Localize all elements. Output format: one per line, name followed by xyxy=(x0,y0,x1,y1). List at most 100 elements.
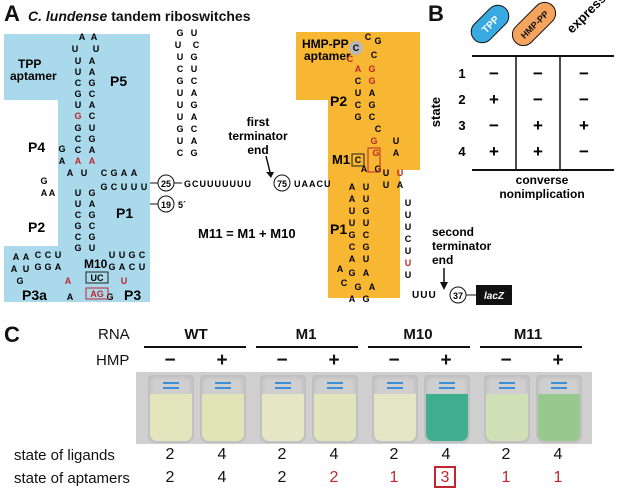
ligand-state: 2 xyxy=(501,446,511,463)
svg-text:G: G xyxy=(74,123,81,133)
tpp-aptamer-label-1: TPP xyxy=(18,57,41,71)
three-u: UUU xyxy=(412,290,437,301)
svg-text:G: G xyxy=(88,134,95,144)
svg-text:U: U xyxy=(89,243,96,253)
svg-text:G: G xyxy=(362,242,369,252)
svg-text:U: U xyxy=(177,136,184,146)
tube-liquid xyxy=(426,394,468,441)
svg-text:U: U xyxy=(139,262,146,272)
row-state: 1 xyxy=(458,66,465,81)
m1-label: M1 xyxy=(332,152,350,167)
svg-text:C: C xyxy=(75,145,82,155)
group-m10: M10 xyxy=(403,326,433,343)
svg-text:U: U xyxy=(119,250,126,260)
svg-text:G: G xyxy=(348,268,355,278)
svg-text:C: C xyxy=(89,89,96,99)
svg-text:C: C xyxy=(355,76,362,86)
truth-table: TPP HMP-PP express. state 1 − − − 2 + − … xyxy=(428,0,614,200)
tube-liquid xyxy=(202,394,244,441)
svg-text:U: U xyxy=(81,168,88,178)
group-rule-m10 xyxy=(368,346,470,348)
group-wt: WT xyxy=(184,326,208,343)
svg-text:C: C xyxy=(177,148,184,158)
svg-text:U: U xyxy=(121,182,128,192)
tube-liquid xyxy=(486,394,528,441)
svg-text:A: A xyxy=(361,164,368,174)
svg-text:U: U xyxy=(23,264,30,274)
hmp-sign: − xyxy=(500,350,512,371)
svg-text:C: C xyxy=(191,124,198,134)
cell-express: + xyxy=(579,116,589,135)
express-label: express. xyxy=(564,0,612,36)
svg-text:A: A xyxy=(131,168,138,178)
group-m1: M1 xyxy=(295,326,317,343)
svg-text:C: C xyxy=(347,54,354,64)
svg-text:A: A xyxy=(41,188,48,198)
svg-text:U: U xyxy=(175,40,182,50)
svg-text:U: U xyxy=(177,100,184,110)
tpp-aptamer-region xyxy=(4,34,150,302)
ligand-state: 4 xyxy=(217,446,227,463)
five-prime: 5´ xyxy=(178,200,186,210)
svg-text:G: G xyxy=(88,210,95,220)
aptamer-state: 1 xyxy=(389,469,399,486)
caption-2: nonimplication xyxy=(499,187,584,200)
culture-tube xyxy=(200,375,246,443)
culture-tube xyxy=(424,375,470,443)
svg-text:A: A xyxy=(75,156,82,166)
ligand-state: 2 xyxy=(165,446,175,463)
svg-text:C: C xyxy=(111,182,118,192)
cell-tpp: + xyxy=(489,142,499,161)
svg-text:G: G xyxy=(368,100,375,110)
svg-text:C: C xyxy=(353,43,360,53)
panel-a-title: C. lundense tandem riboswitches xyxy=(28,8,251,24)
svg-text:U: U xyxy=(349,218,356,228)
svg-text:U: U xyxy=(55,250,62,260)
aptamer-state: 1 xyxy=(501,469,511,486)
svg-text:A: A xyxy=(119,262,126,272)
svg-text:G: G xyxy=(374,36,381,46)
svg-text:A: A xyxy=(191,136,198,146)
svg-text:A: A xyxy=(355,64,362,74)
svg-text:G: G xyxy=(176,28,183,38)
panel-a-letter: A xyxy=(4,1,20,26)
svg-text:A: A xyxy=(67,168,74,178)
svg-text:U: U xyxy=(349,206,356,216)
svg-text:G: G xyxy=(106,292,113,302)
linker-seq: GCUUUUUUU xyxy=(184,179,252,189)
title-rest: tandem riboswitches xyxy=(111,8,251,24)
svg-text:A: A xyxy=(59,156,66,166)
cell-hmp: − xyxy=(533,90,543,109)
svg-text:G: G xyxy=(74,89,81,99)
svg-text:U: U xyxy=(397,168,404,178)
aptamer-state-3-box xyxy=(434,466,456,488)
svg-text:U: U xyxy=(405,222,412,232)
helix-p1-right: P1 xyxy=(330,221,347,237)
second-terminator-1: second xyxy=(432,225,474,239)
svg-text:C: C xyxy=(75,210,82,220)
svg-text:G: G xyxy=(44,262,51,272)
helix-p4: P4 xyxy=(28,139,45,155)
svg-text:G: G xyxy=(372,148,379,158)
svg-text:U: U xyxy=(355,88,362,98)
svg-text:U: U xyxy=(383,168,390,178)
svg-text:A: A xyxy=(349,182,356,192)
ligand-state: 2 xyxy=(389,446,399,463)
first-terminator-3: end xyxy=(247,143,268,157)
tube-liquid xyxy=(538,394,580,441)
tpp-aptamer-label-2: aptamer xyxy=(10,69,57,83)
svg-text:U: U xyxy=(363,194,370,204)
m10-top-seq: UC xyxy=(91,273,104,283)
svg-text:A: A xyxy=(11,264,18,274)
svg-text:C: C xyxy=(363,230,370,240)
svg-text:U: U xyxy=(131,182,138,192)
m10-label: M10 xyxy=(84,257,108,271)
svg-text:U: U xyxy=(177,88,184,98)
svg-text:A: A xyxy=(67,292,74,302)
svg-text:G: G xyxy=(108,262,115,272)
culture-tube xyxy=(484,375,530,443)
tube-liquid xyxy=(314,394,356,441)
